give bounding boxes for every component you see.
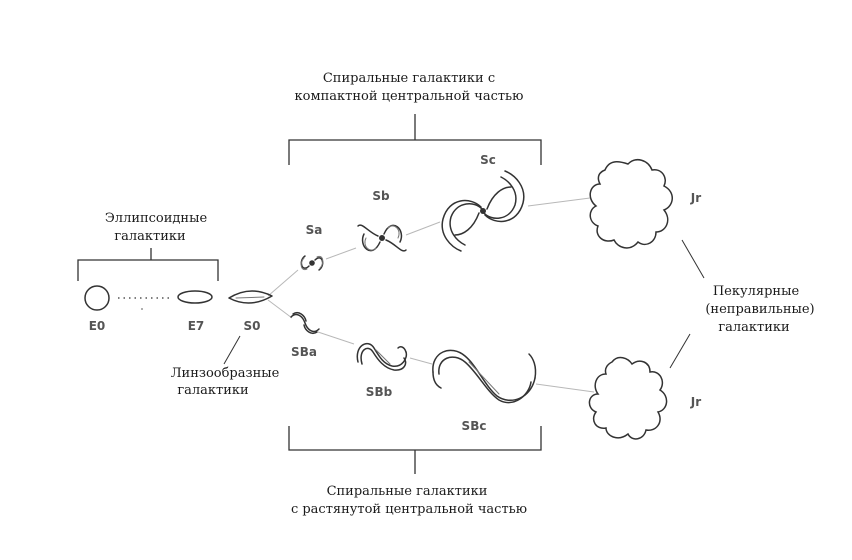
spiral-compact-bracket bbox=[288, 114, 542, 165]
connector-lines bbox=[267, 197, 595, 393]
peculiar-label-line3: галактики bbox=[718, 320, 789, 335]
spiral-barred-group: SBa SBb SBc Спиральные галактики с растя… bbox=[288, 311, 542, 517]
sba-type-label: SBa bbox=[291, 345, 317, 359]
connector-sbb-sbc bbox=[409, 357, 433, 365]
lenticular-label-line2: галактики bbox=[177, 383, 248, 398]
peculiar-label-line2: (неправильные) bbox=[705, 302, 814, 317]
connector-s0-sa bbox=[267, 269, 299, 297]
spiral-compact-label-line2: компактной центральной частью bbox=[295, 89, 524, 104]
peculiar-group: Jr Jr Пекулярные (неправильные) галактик… bbox=[588, 159, 815, 440]
spiral-barred-bracket bbox=[288, 426, 542, 474]
elliptical-bracket bbox=[77, 248, 219, 281]
sbc-galaxy-icon bbox=[432, 349, 537, 404]
sc-galaxy-icon bbox=[441, 170, 525, 252]
lenticular-group: S0 Линзообразные галактики bbox=[171, 290, 280, 398]
s0-galaxy-icon bbox=[228, 290, 273, 304]
connector-sbc-jr-bottom bbox=[535, 383, 595, 393]
sb-galaxy-icon bbox=[357, 224, 407, 252]
s0-type-label: S0 bbox=[244, 319, 261, 333]
sba-galaxy-icon bbox=[290, 311, 320, 335]
e7-type-label: E7 bbox=[188, 319, 205, 333]
jr-bottom-type-label: Jr bbox=[690, 395, 701, 409]
e0-type-label: E0 bbox=[89, 319, 106, 333]
spiral-compact-label-line1: Спиральные галактики с bbox=[323, 71, 495, 86]
s0-core-line bbox=[235, 296, 265, 299]
sbc-type-label: SBc bbox=[462, 419, 487, 433]
e0-galaxy-icon bbox=[84, 285, 110, 311]
jr-top-type-label: Jr bbox=[690, 191, 701, 205]
sbb-galaxy-icon bbox=[356, 342, 408, 371]
spiral-barred-label-line2: с растянутой центральной частью bbox=[291, 502, 527, 517]
sc-type-label: Sc bbox=[480, 153, 496, 167]
connector-sa-sb bbox=[325, 247, 357, 260]
connector-sba-sbb bbox=[317, 331, 355, 345]
spiral-barred-label-line1: Спиральные галактики bbox=[327, 484, 488, 499]
jr-top-galaxy-icon bbox=[589, 159, 673, 249]
sa-galaxy-icon bbox=[300, 255, 324, 271]
lenticular-label-line1: Линзообразные bbox=[171, 366, 280, 381]
peculiar-pointer-top bbox=[681, 239, 705, 279]
connector-sc-jr-top bbox=[527, 197, 591, 207]
sbb-type-label: SBb bbox=[366, 385, 393, 399]
connector-s0-sba bbox=[267, 299, 293, 319]
e7-galaxy-icon bbox=[177, 290, 213, 304]
sb-type-label: Sb bbox=[372, 189, 390, 203]
elliptical-label-line2: галактики bbox=[114, 229, 185, 244]
peculiar-pointer-bottom bbox=[669, 333, 691, 369]
jr-bottom-galaxy-icon bbox=[588, 356, 668, 440]
spiral-compact-group: Спиральные галактики с компактной центра… bbox=[288, 71, 542, 271]
transition-dot bbox=[141, 308, 143, 310]
peculiar-label-line1: Пекулярные bbox=[713, 284, 800, 299]
connector-sb-sc bbox=[405, 221, 441, 236]
lenticular-pointer-line bbox=[223, 335, 241, 365]
sa-type-label: Sa bbox=[306, 223, 323, 237]
elliptical-group: Эллипсоидные галактики E0 E7 bbox=[77, 211, 219, 333]
elliptical-label-line1: Эллипсоидные bbox=[105, 211, 208, 226]
